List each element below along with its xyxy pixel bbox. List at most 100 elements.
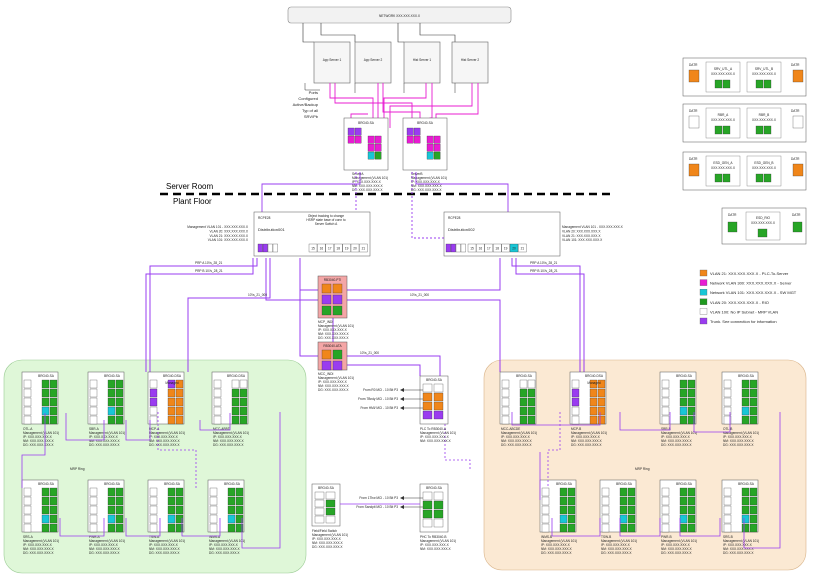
device-port[interactable] — [149, 415, 158, 425]
device-port[interactable] — [741, 379, 750, 389]
device-port[interactable] — [175, 496, 184, 506]
device-port[interactable] — [661, 388, 670, 398]
device-port[interactable] — [567, 514, 576, 524]
device-port[interactable] — [41, 388, 50, 398]
device-port[interactable] — [149, 397, 158, 407]
panel-group[interactable] — [682, 103, 807, 143]
plc-port[interactable] — [433, 383, 444, 393]
device-port[interactable] — [749, 397, 758, 407]
distribution-port[interactable] — [445, 243, 451, 253]
distribution-port[interactable] — [476, 243, 485, 253]
device-port[interactable] — [49, 496, 58, 506]
panel-port[interactable] — [792, 69, 804, 83]
core-port[interactable] — [347, 127, 355, 136]
device-port[interactable] — [23, 505, 32, 515]
device-port[interactable] — [541, 523, 550, 533]
device-port[interactable] — [41, 487, 50, 497]
device-port[interactable] — [107, 415, 116, 425]
device-port[interactable] — [213, 379, 222, 389]
middle-port[interactable] — [332, 283, 343, 294]
panel-port[interactable] — [763, 173, 772, 183]
device-port[interactable] — [571, 406, 580, 416]
device-port[interactable] — [661, 514, 670, 524]
device-port[interactable] — [679, 523, 688, 533]
device-port[interactable] — [227, 496, 236, 506]
device-port[interactable] — [235, 523, 244, 533]
device-port[interactable] — [49, 388, 58, 398]
device-port[interactable] — [227, 523, 236, 533]
plc-port[interactable] — [433, 410, 444, 420]
core-port[interactable] — [406, 127, 414, 136]
device-port[interactable] — [149, 379, 158, 389]
device-port[interactable] — [679, 388, 688, 398]
device-port[interactable] — [597, 388, 606, 398]
device-port[interactable] — [559, 514, 568, 524]
panel-port[interactable] — [688, 69, 700, 83]
device-port[interactable] — [41, 514, 50, 524]
device-port[interactable] — [589, 397, 598, 407]
middle-port[interactable] — [321, 305, 332, 316]
panel-port[interactable] — [755, 79, 764, 89]
device-port[interactable] — [627, 514, 636, 524]
device-port[interactable] — [597, 379, 606, 389]
plc-port[interactable] — [422, 401, 433, 411]
device-port[interactable] — [601, 496, 610, 506]
distribution-port[interactable] — [359, 243, 368, 253]
plc-port[interactable] — [422, 500, 433, 510]
device-port[interactable] — [89, 406, 98, 416]
core-port[interactable] — [426, 135, 434, 144]
device-port[interactable] — [679, 415, 688, 425]
device-port[interactable] — [23, 397, 32, 407]
distribution-port[interactable] — [272, 243, 278, 253]
device-port[interactable] — [723, 487, 732, 497]
device-port[interactable] — [723, 415, 732, 425]
panel-port[interactable] — [757, 228, 768, 238]
device-port[interactable] — [49, 505, 58, 515]
device-port[interactable] — [107, 379, 116, 389]
middle-port[interactable] — [332, 305, 343, 316]
core-port[interactable] — [433, 135, 441, 144]
device-port[interactable] — [679, 397, 688, 407]
device-port[interactable] — [741, 388, 750, 398]
device-port[interactable] — [115, 388, 124, 398]
device-port[interactable] — [567, 505, 576, 515]
device-port[interactable] — [115, 505, 124, 515]
device-port[interactable] — [519, 379, 528, 389]
panel-port[interactable] — [792, 221, 803, 233]
device-port[interactable] — [597, 397, 606, 407]
device-port[interactable] — [567, 487, 576, 497]
device-port[interactable] — [741, 415, 750, 425]
device-port[interactable] — [167, 523, 176, 533]
device-port[interactable] — [107, 496, 116, 506]
device-port[interactable] — [239, 379, 248, 389]
device-port[interactable] — [597, 406, 606, 416]
device-port[interactable] — [239, 415, 248, 425]
device-port[interactable] — [231, 406, 240, 416]
middle-port[interactable] — [321, 283, 332, 294]
device-port[interactable] — [231, 415, 240, 425]
device-port[interactable] — [597, 415, 606, 425]
device-port[interactable] — [559, 496, 568, 506]
panel-port[interactable] — [763, 79, 772, 89]
device-port[interactable] — [679, 379, 688, 389]
device-port[interactable] — [227, 487, 236, 497]
device-port[interactable] — [559, 523, 568, 533]
device-port[interactable] — [687, 415, 696, 425]
device-port[interactable] — [41, 415, 50, 425]
device-port[interactable] — [527, 379, 536, 389]
device-port[interactable] — [107, 406, 116, 416]
device-port[interactable] — [115, 487, 124, 497]
device-port[interactable] — [167, 397, 176, 407]
device-port[interactable] — [175, 379, 184, 389]
device-port[interactable] — [175, 406, 184, 416]
device-port[interactable] — [501, 388, 510, 398]
field-port[interactable] — [325, 515, 336, 524]
plc-port[interactable] — [433, 518, 444, 528]
device-port[interactable] — [49, 415, 58, 425]
distribution-port[interactable] — [467, 243, 477, 253]
device-port[interactable] — [501, 397, 510, 407]
device-port[interactable] — [175, 388, 184, 398]
device-port[interactable] — [741, 496, 750, 506]
distribution-port[interactable] — [493, 243, 502, 253]
core-port[interactable] — [354, 135, 362, 144]
